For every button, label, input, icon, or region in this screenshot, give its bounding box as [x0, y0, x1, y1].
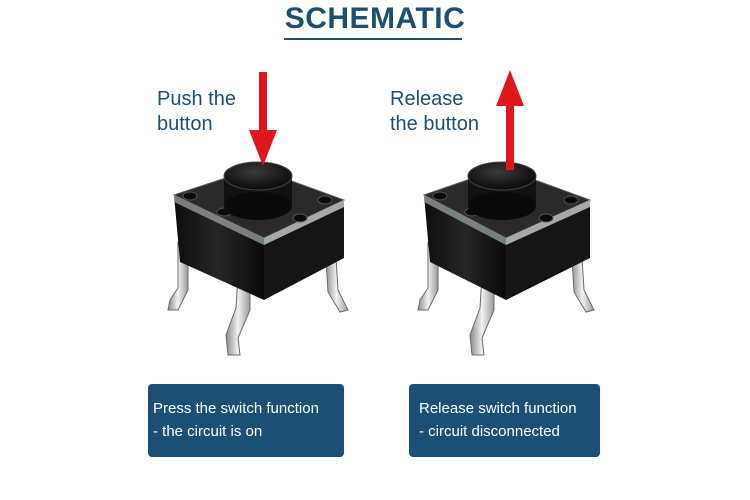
arrow-up-icon	[496, 70, 524, 170]
tactile-switch-pressed-image	[167, 161, 349, 356]
tactile-switch-released-image	[417, 161, 595, 356]
press-function-line-1: Press the switch function	[153, 400, 319, 417]
page-title: SCHEMATIC	[284, 2, 466, 35]
push-caption: Push the button	[157, 87, 236, 137]
title-underline	[284, 38, 462, 40]
release-function-box: Release switch function - circuit discon…	[409, 384, 600, 457]
release-caption-line-1: Release	[390, 88, 464, 110]
release-caption: Release the button	[390, 87, 479, 137]
press-function-line-2: - the circuit is on	[153, 423, 263, 440]
push-caption-line-2: button	[157, 113, 213, 135]
release-function-line-2: - circuit disconnected	[419, 423, 560, 440]
release-function-line-1: Release switch function	[419, 400, 577, 417]
release-caption-line-2: the button	[390, 113, 479, 135]
arrow-down-icon	[249, 72, 277, 166]
push-caption-line-1: Push the	[157, 88, 236, 110]
press-function-box: Press the switch function - the circuit …	[148, 384, 344, 457]
